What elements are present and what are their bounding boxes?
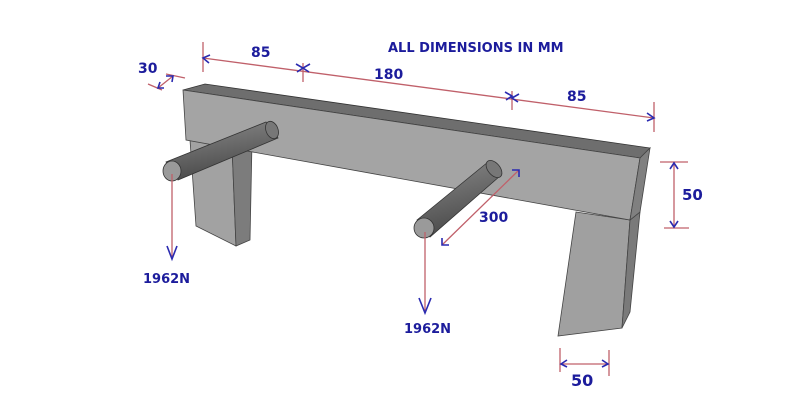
- left-pin: [162, 120, 279, 182]
- leg-width-dimension: [559, 348, 610, 376]
- right-load-arrow: [418, 232, 432, 316]
- pin-length-dimension: [441, 169, 520, 246]
- left-load-label: 1962N: [143, 272, 190, 287]
- beam-height-label: 50: [682, 186, 703, 204]
- left-load-arrow: [166, 174, 178, 262]
- middle-span-label: 180: [374, 67, 403, 83]
- depth-label: 30: [138, 61, 158, 77]
- leg-width-label: 50: [571, 371, 593, 390]
- beam: [182, 83, 651, 221]
- top-dimension-chain: [201, 42, 656, 132]
- right-pin: [413, 160, 503, 239]
- dimensions-note: ALL DIMENSIONS IN MM: [388, 41, 564, 56]
- beam-height-dimension: [660, 161, 689, 229]
- depth-dimension: [147, 73, 186, 91]
- right-load-label: 1962N: [404, 322, 451, 337]
- right-span-label: 85: [567, 89, 586, 105]
- right-leg: [557, 211, 641, 337]
- pin-length-label: 300: [479, 210, 508, 226]
- left-span-label: 85: [251, 45, 270, 61]
